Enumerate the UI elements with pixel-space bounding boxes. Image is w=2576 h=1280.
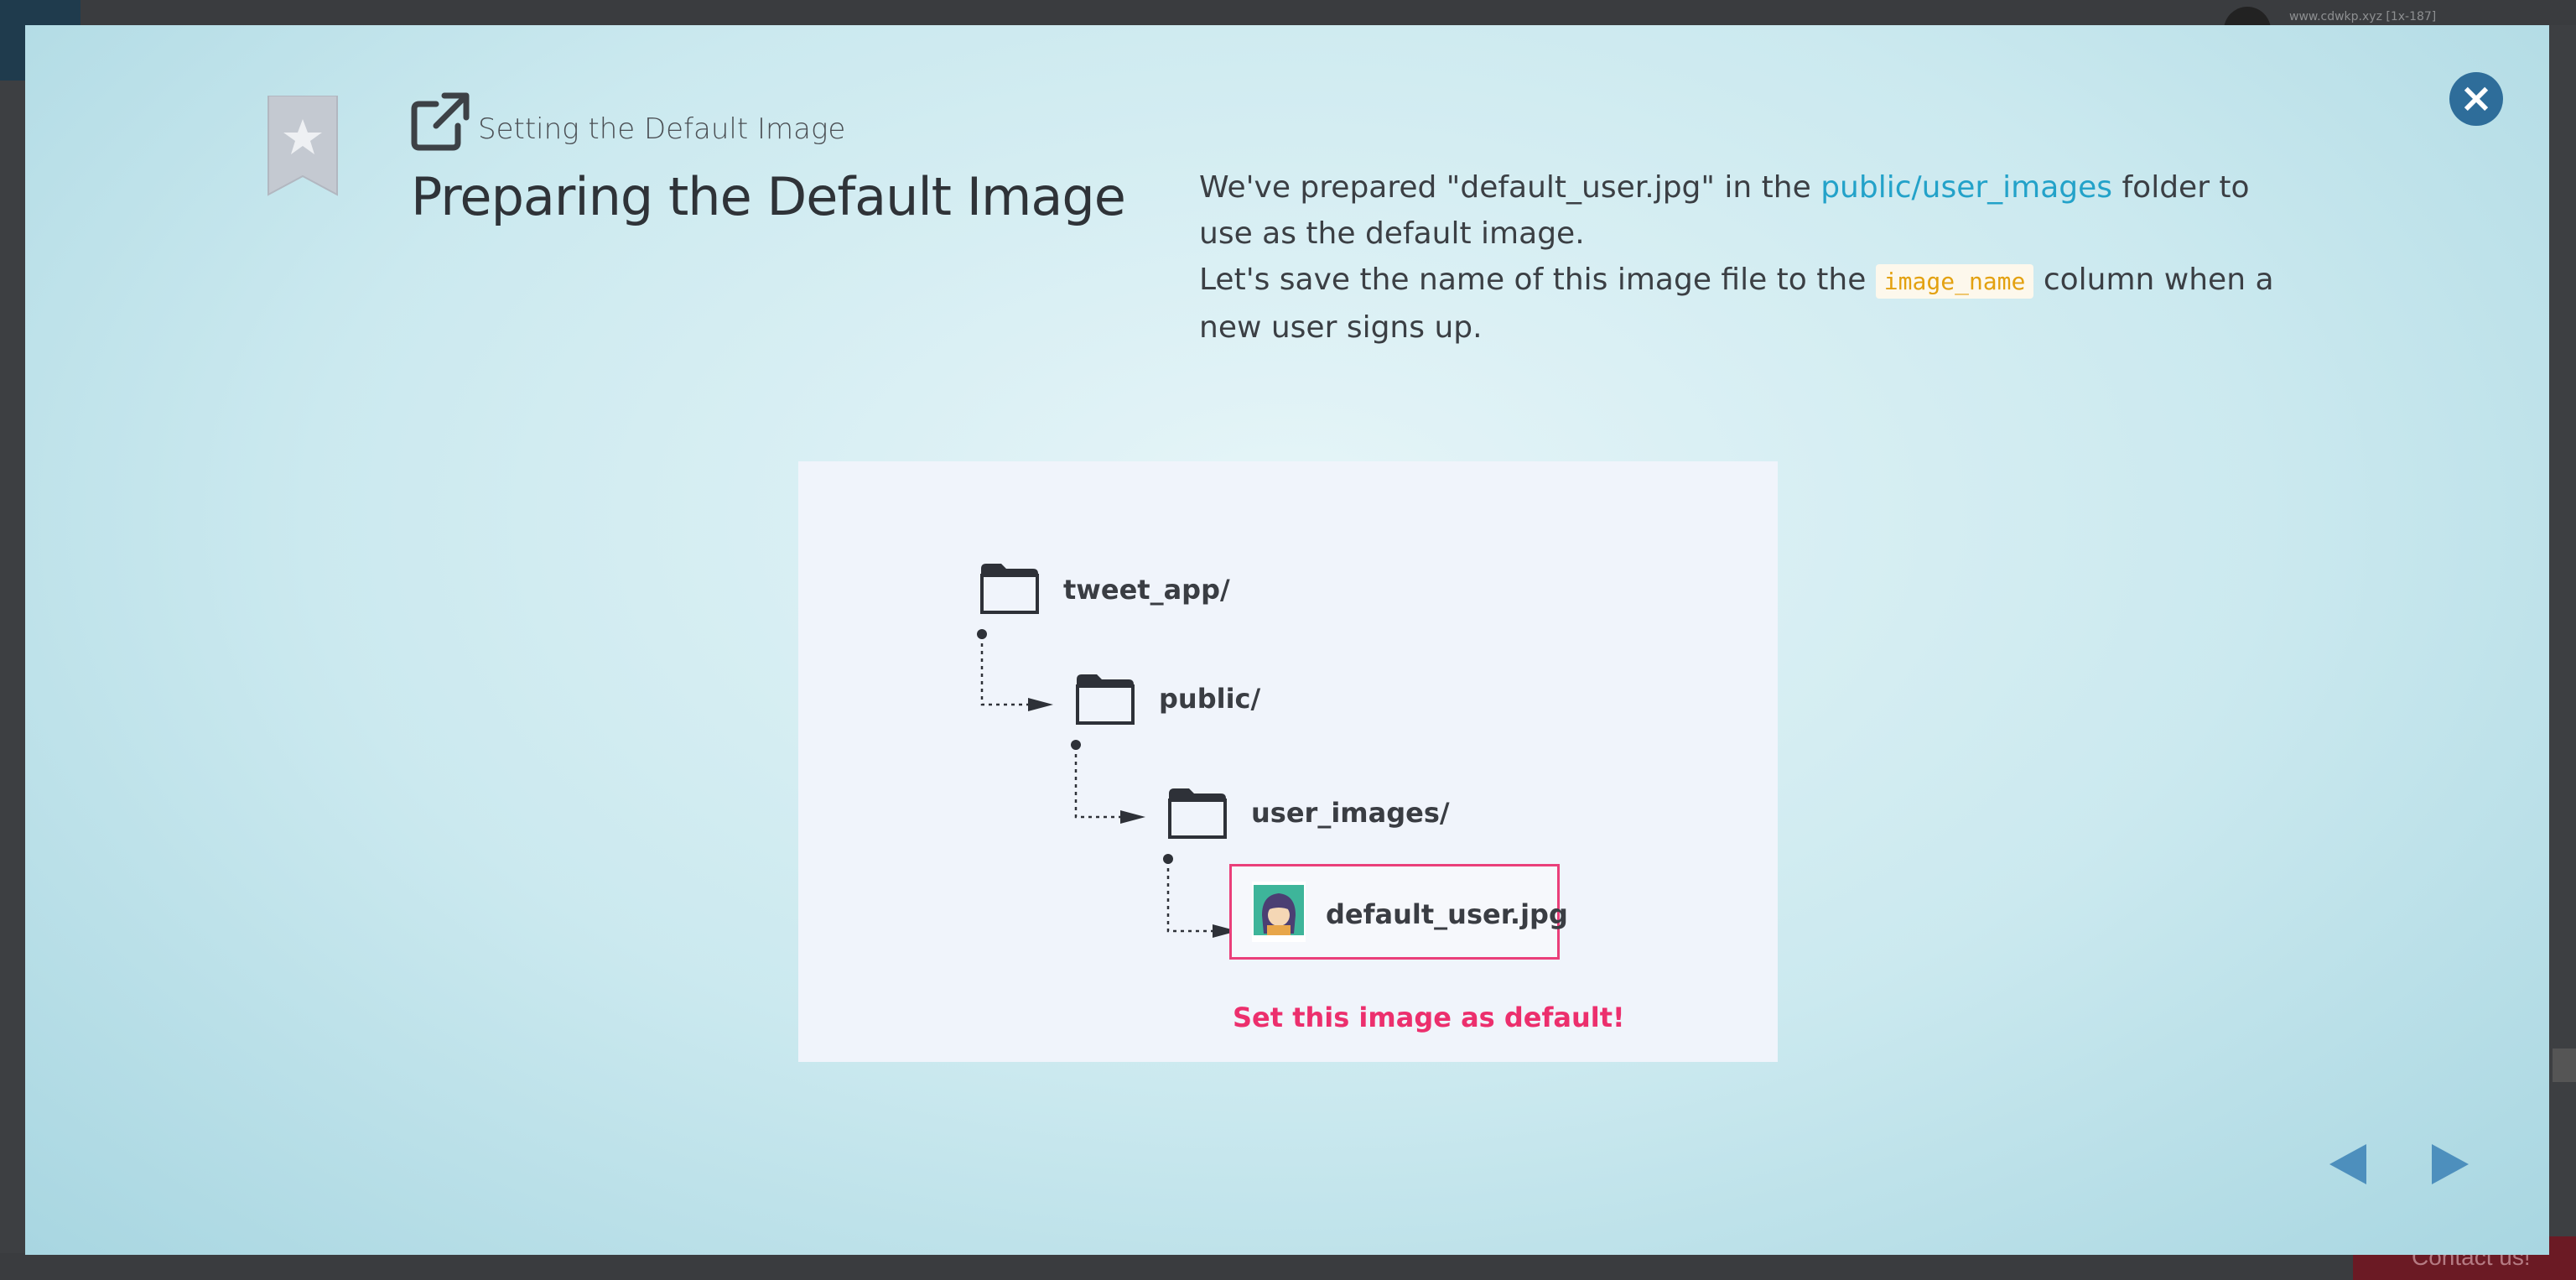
default-image-file: default_user.jpg bbox=[1229, 864, 1568, 960]
folder-icon bbox=[1076, 674, 1135, 725]
folder-label-user-images: user_images/ bbox=[1251, 797, 1450, 829]
background-bottom-bar bbox=[0, 1253, 2576, 1280]
file-label-default-user: default_user.jpg bbox=[1326, 898, 1568, 930]
arrow-right-icon[interactable] bbox=[2425, 1139, 2475, 1189]
bookmark-star-icon bbox=[267, 96, 338, 196]
slide-title: Preparing the Default Image bbox=[411, 166, 1126, 227]
folder-label-tweet-app: tweet_app/ bbox=[1063, 574, 1230, 606]
close-button[interactable]: × bbox=[2449, 72, 2503, 126]
tree-connectors bbox=[977, 629, 1238, 938]
description-text: We've prepared "default_user.jpg" in the bbox=[1199, 170, 1821, 205]
column-name-code: image_name bbox=[1875, 264, 2034, 299]
slide-modal: × Setting the Default Image Preparing th… bbox=[25, 25, 2549, 1255]
description-text: folder to use as the default image. bbox=[1199, 170, 2250, 251]
folder-icon bbox=[980, 564, 1039, 614]
slide-description: We've prepared "default_user.jpg" in the… bbox=[1199, 164, 2306, 351]
background-top-bar bbox=[0, 0, 2576, 25]
background-scrollbar bbox=[2553, 1048, 2576, 1082]
folder-icon bbox=[1168, 788, 1227, 839]
folder-label-public: public/ bbox=[1159, 683, 1261, 715]
folder-path-link: public/user_images bbox=[1820, 170, 2113, 205]
folder-structure-diagram: tweet_app/ public/ user_images/ default_… bbox=[798, 461, 1778, 1062]
arrow-left-icon[interactable] bbox=[2323, 1139, 2373, 1189]
slide-subtitle: Setting the Default Image bbox=[478, 112, 846, 146]
external-link-icon bbox=[411, 92, 470, 151]
close-icon: × bbox=[2459, 75, 2494, 122]
default-image-note: Set this image as default! bbox=[1233, 1002, 1625, 1033]
description-text: column when a new user signs up. bbox=[1199, 263, 2274, 345]
description-text: Let's save the name of this image file t… bbox=[1199, 263, 1876, 297]
user-avatar-thumbnail bbox=[1252, 882, 1306, 942]
background-url-text: www.cdwkp.xyz [1x-187] bbox=[2289, 10, 2437, 23]
